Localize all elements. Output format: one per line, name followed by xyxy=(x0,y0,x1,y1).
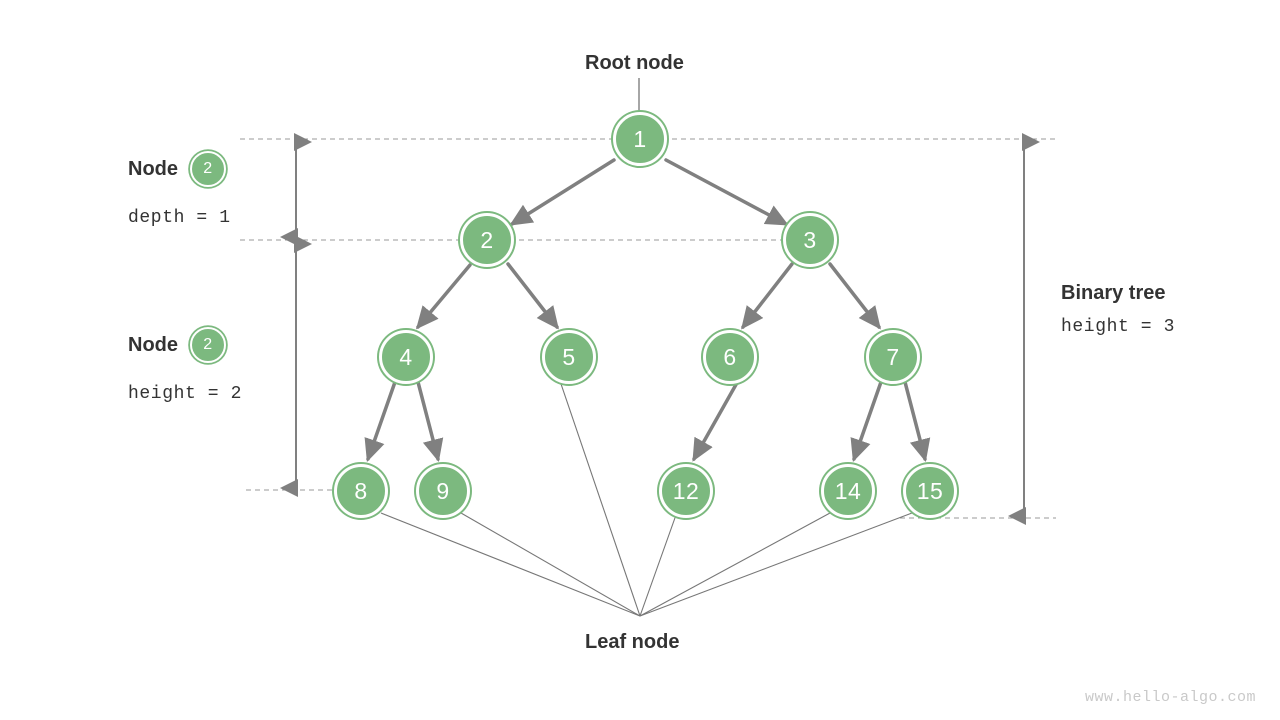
leaf-node-label: Leaf node xyxy=(585,631,680,653)
tree-node-15[interactable]: 15 xyxy=(903,464,957,518)
root-node-label: Root node xyxy=(585,52,684,74)
tree-height-title: Binary tree xyxy=(1061,282,1166,304)
node-height-badge: 2 xyxy=(190,327,226,363)
node-depth-badge: 2 xyxy=(190,151,226,187)
tree-edges xyxy=(364,158,931,463)
edge-2-4 xyxy=(415,263,472,330)
node-height-annotation: Node 2 xyxy=(128,327,226,363)
leaf-leader-5 xyxy=(559,380,641,617)
node-depth-detail: depth = 1 xyxy=(128,208,231,228)
tree-node-7[interactable]: 7 xyxy=(866,330,920,384)
tree-node-9[interactable]: 9 xyxy=(416,464,470,518)
tree-node-3[interactable]: 3 xyxy=(783,213,837,267)
edge-4-8 xyxy=(364,380,397,462)
tree-node-1[interactable]: 1 xyxy=(613,112,667,166)
tree-height-detail: height = 3 xyxy=(1061,317,1176,337)
tree-node-6[interactable]: 6 xyxy=(703,330,757,384)
leaf-leader-8 xyxy=(380,512,641,617)
edge-1-2 xyxy=(509,158,616,226)
tree-node-14[interactable]: 14 xyxy=(821,464,875,518)
leaf-leader-14 xyxy=(639,512,831,617)
leaf-leader-15 xyxy=(639,512,913,617)
leaf-leader-9 xyxy=(460,512,641,617)
tree-node-8[interactable]: 8 xyxy=(334,464,388,518)
tree-node-2[interactable]: 2 xyxy=(460,213,514,267)
watermark: www.hello-algo.com xyxy=(1084,689,1256,706)
edge-7-14 xyxy=(850,380,883,462)
tree-node-4[interactable]: 4 xyxy=(379,330,433,384)
node-depth-title: Node xyxy=(128,157,178,180)
dimension-arrows xyxy=(280,133,1040,525)
edge-6-12 xyxy=(692,379,740,462)
edge-1-3 xyxy=(664,158,789,226)
node-height-detail: height = 2 xyxy=(128,384,243,404)
edge-4-9 xyxy=(416,380,444,463)
edge-7-15 xyxy=(903,380,931,463)
leaf-leader-lines xyxy=(380,380,913,617)
edge-2-5 xyxy=(506,262,559,330)
node-height-title: Node xyxy=(128,333,178,356)
tree-node-5[interactable]: 5 xyxy=(542,330,596,384)
edge-3-7 xyxy=(828,262,881,330)
leaf-leader-12 xyxy=(639,514,677,617)
edge-3-6 xyxy=(741,262,794,330)
tree-node-12[interactable]: 12 xyxy=(659,464,713,518)
level-guide-lines xyxy=(240,138,1056,519)
node-depth-annotation: Node 2 xyxy=(128,151,226,187)
